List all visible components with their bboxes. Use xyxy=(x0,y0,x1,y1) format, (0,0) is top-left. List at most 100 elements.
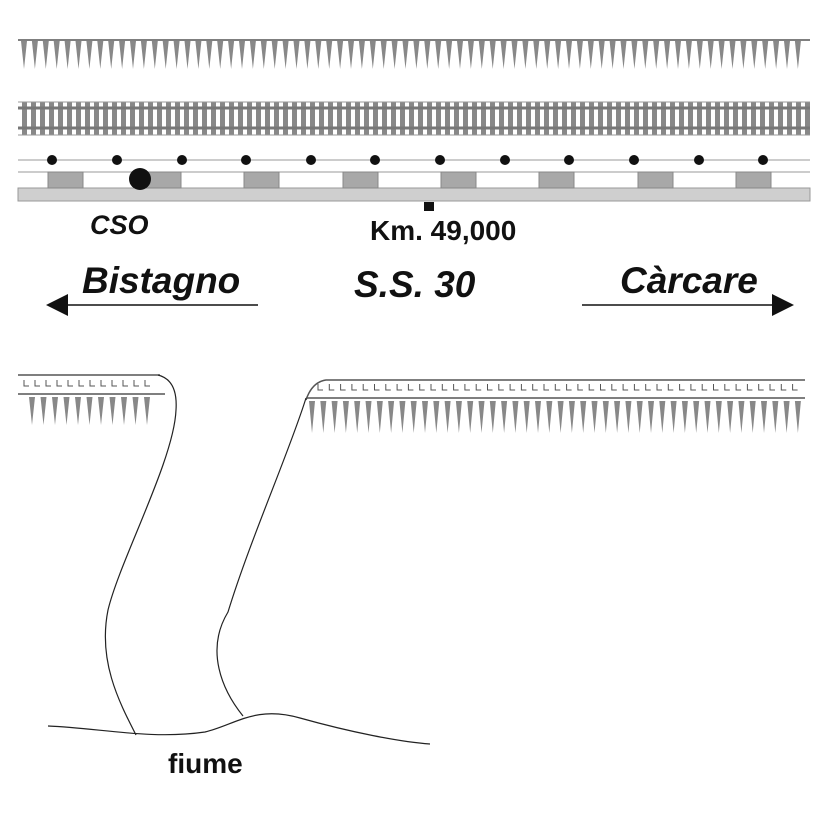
tooth xyxy=(696,41,703,69)
wall-block xyxy=(633,384,640,391)
tooth xyxy=(591,401,598,433)
rail-tie xyxy=(616,102,621,135)
left-town-label: Bistagno xyxy=(82,260,240,301)
tooth xyxy=(522,41,529,69)
tooth xyxy=(620,41,627,69)
tooth xyxy=(738,401,745,433)
wall-block xyxy=(735,384,742,391)
escarpment-teeth-icon xyxy=(21,41,801,69)
rail-tie xyxy=(742,102,747,135)
right-retaining-wall xyxy=(305,379,805,433)
survey-point xyxy=(500,155,510,165)
tooth xyxy=(727,401,734,433)
tooth xyxy=(424,41,431,69)
rail-tie xyxy=(256,102,261,135)
tooth xyxy=(614,401,621,433)
tooth xyxy=(195,41,202,69)
rail-tie xyxy=(778,102,783,135)
rail-tie xyxy=(517,102,522,135)
ravine xyxy=(47,374,431,745)
rail-tie xyxy=(94,102,99,135)
tooth xyxy=(501,401,508,433)
wall-block xyxy=(656,384,662,391)
tooth xyxy=(433,401,440,433)
top-escarpment xyxy=(18,39,810,69)
tooth xyxy=(729,41,736,69)
wall-block xyxy=(769,384,775,391)
tooth xyxy=(653,41,660,69)
rail-tie xyxy=(301,102,306,135)
tooth xyxy=(749,401,756,433)
road-shoulder xyxy=(17,187,811,202)
culvert-box xyxy=(538,171,575,189)
tooth xyxy=(206,41,213,69)
rail-tie xyxy=(112,102,117,135)
tooth xyxy=(399,401,406,433)
rail-tie xyxy=(535,102,540,135)
wall-block xyxy=(509,384,516,391)
tooth xyxy=(228,41,235,69)
rail-tie xyxy=(787,102,792,135)
arrow-right-icon xyxy=(582,294,794,316)
culvert-box xyxy=(440,171,477,189)
rail-tie xyxy=(229,102,234,135)
tooth xyxy=(42,41,49,69)
rail-tie xyxy=(805,102,810,135)
wall-block xyxy=(89,380,95,387)
tooth xyxy=(320,401,327,433)
tooth xyxy=(598,41,605,69)
rail-tie xyxy=(247,102,252,135)
wall-block xyxy=(498,384,504,391)
rail-tie xyxy=(337,102,342,135)
wall-block xyxy=(520,384,527,391)
rail-tie xyxy=(346,102,351,135)
rail-tie xyxy=(706,102,711,135)
survey-point xyxy=(694,155,704,165)
wall-block xyxy=(588,384,595,391)
culvert-box xyxy=(243,171,280,189)
tooth xyxy=(402,41,409,69)
wall-block xyxy=(122,380,128,387)
tooth xyxy=(413,41,420,69)
wall-block xyxy=(577,384,583,391)
tooth xyxy=(376,401,383,433)
wall-block xyxy=(317,384,323,391)
cso-point xyxy=(129,168,151,190)
right-town-label: Càrcare xyxy=(620,260,758,301)
tooth xyxy=(761,401,767,433)
tooth xyxy=(718,41,725,69)
wall-block xyxy=(144,380,150,387)
rail-tie xyxy=(688,102,693,135)
rail-tie xyxy=(751,102,756,135)
rail-tie xyxy=(526,102,531,135)
tooth xyxy=(762,41,769,69)
wall-block xyxy=(453,384,459,391)
survey-point xyxy=(758,155,768,165)
tooth xyxy=(478,401,485,433)
rail-tie xyxy=(283,102,288,135)
culvert-box xyxy=(47,171,84,189)
wall-block xyxy=(532,384,538,391)
rail-tie xyxy=(85,102,90,135)
tooth xyxy=(773,41,780,69)
tooth xyxy=(664,41,671,69)
tooth xyxy=(75,397,81,425)
rail-tie xyxy=(445,102,450,135)
tooth xyxy=(348,41,354,69)
ravine-right-bank xyxy=(216,397,307,717)
tooth xyxy=(293,41,300,69)
tooth xyxy=(602,401,609,433)
tooth xyxy=(512,401,519,433)
rail-tie xyxy=(481,102,486,135)
railway-track-icon xyxy=(22,102,810,135)
tooth xyxy=(271,41,278,69)
wall-block xyxy=(45,380,51,387)
rail-tie xyxy=(670,102,675,135)
tooth xyxy=(21,41,27,69)
wall-block xyxy=(362,384,369,391)
rail-tie xyxy=(40,102,45,135)
survey-point xyxy=(629,155,639,165)
wall-block xyxy=(407,384,414,391)
survey-point xyxy=(177,155,187,165)
